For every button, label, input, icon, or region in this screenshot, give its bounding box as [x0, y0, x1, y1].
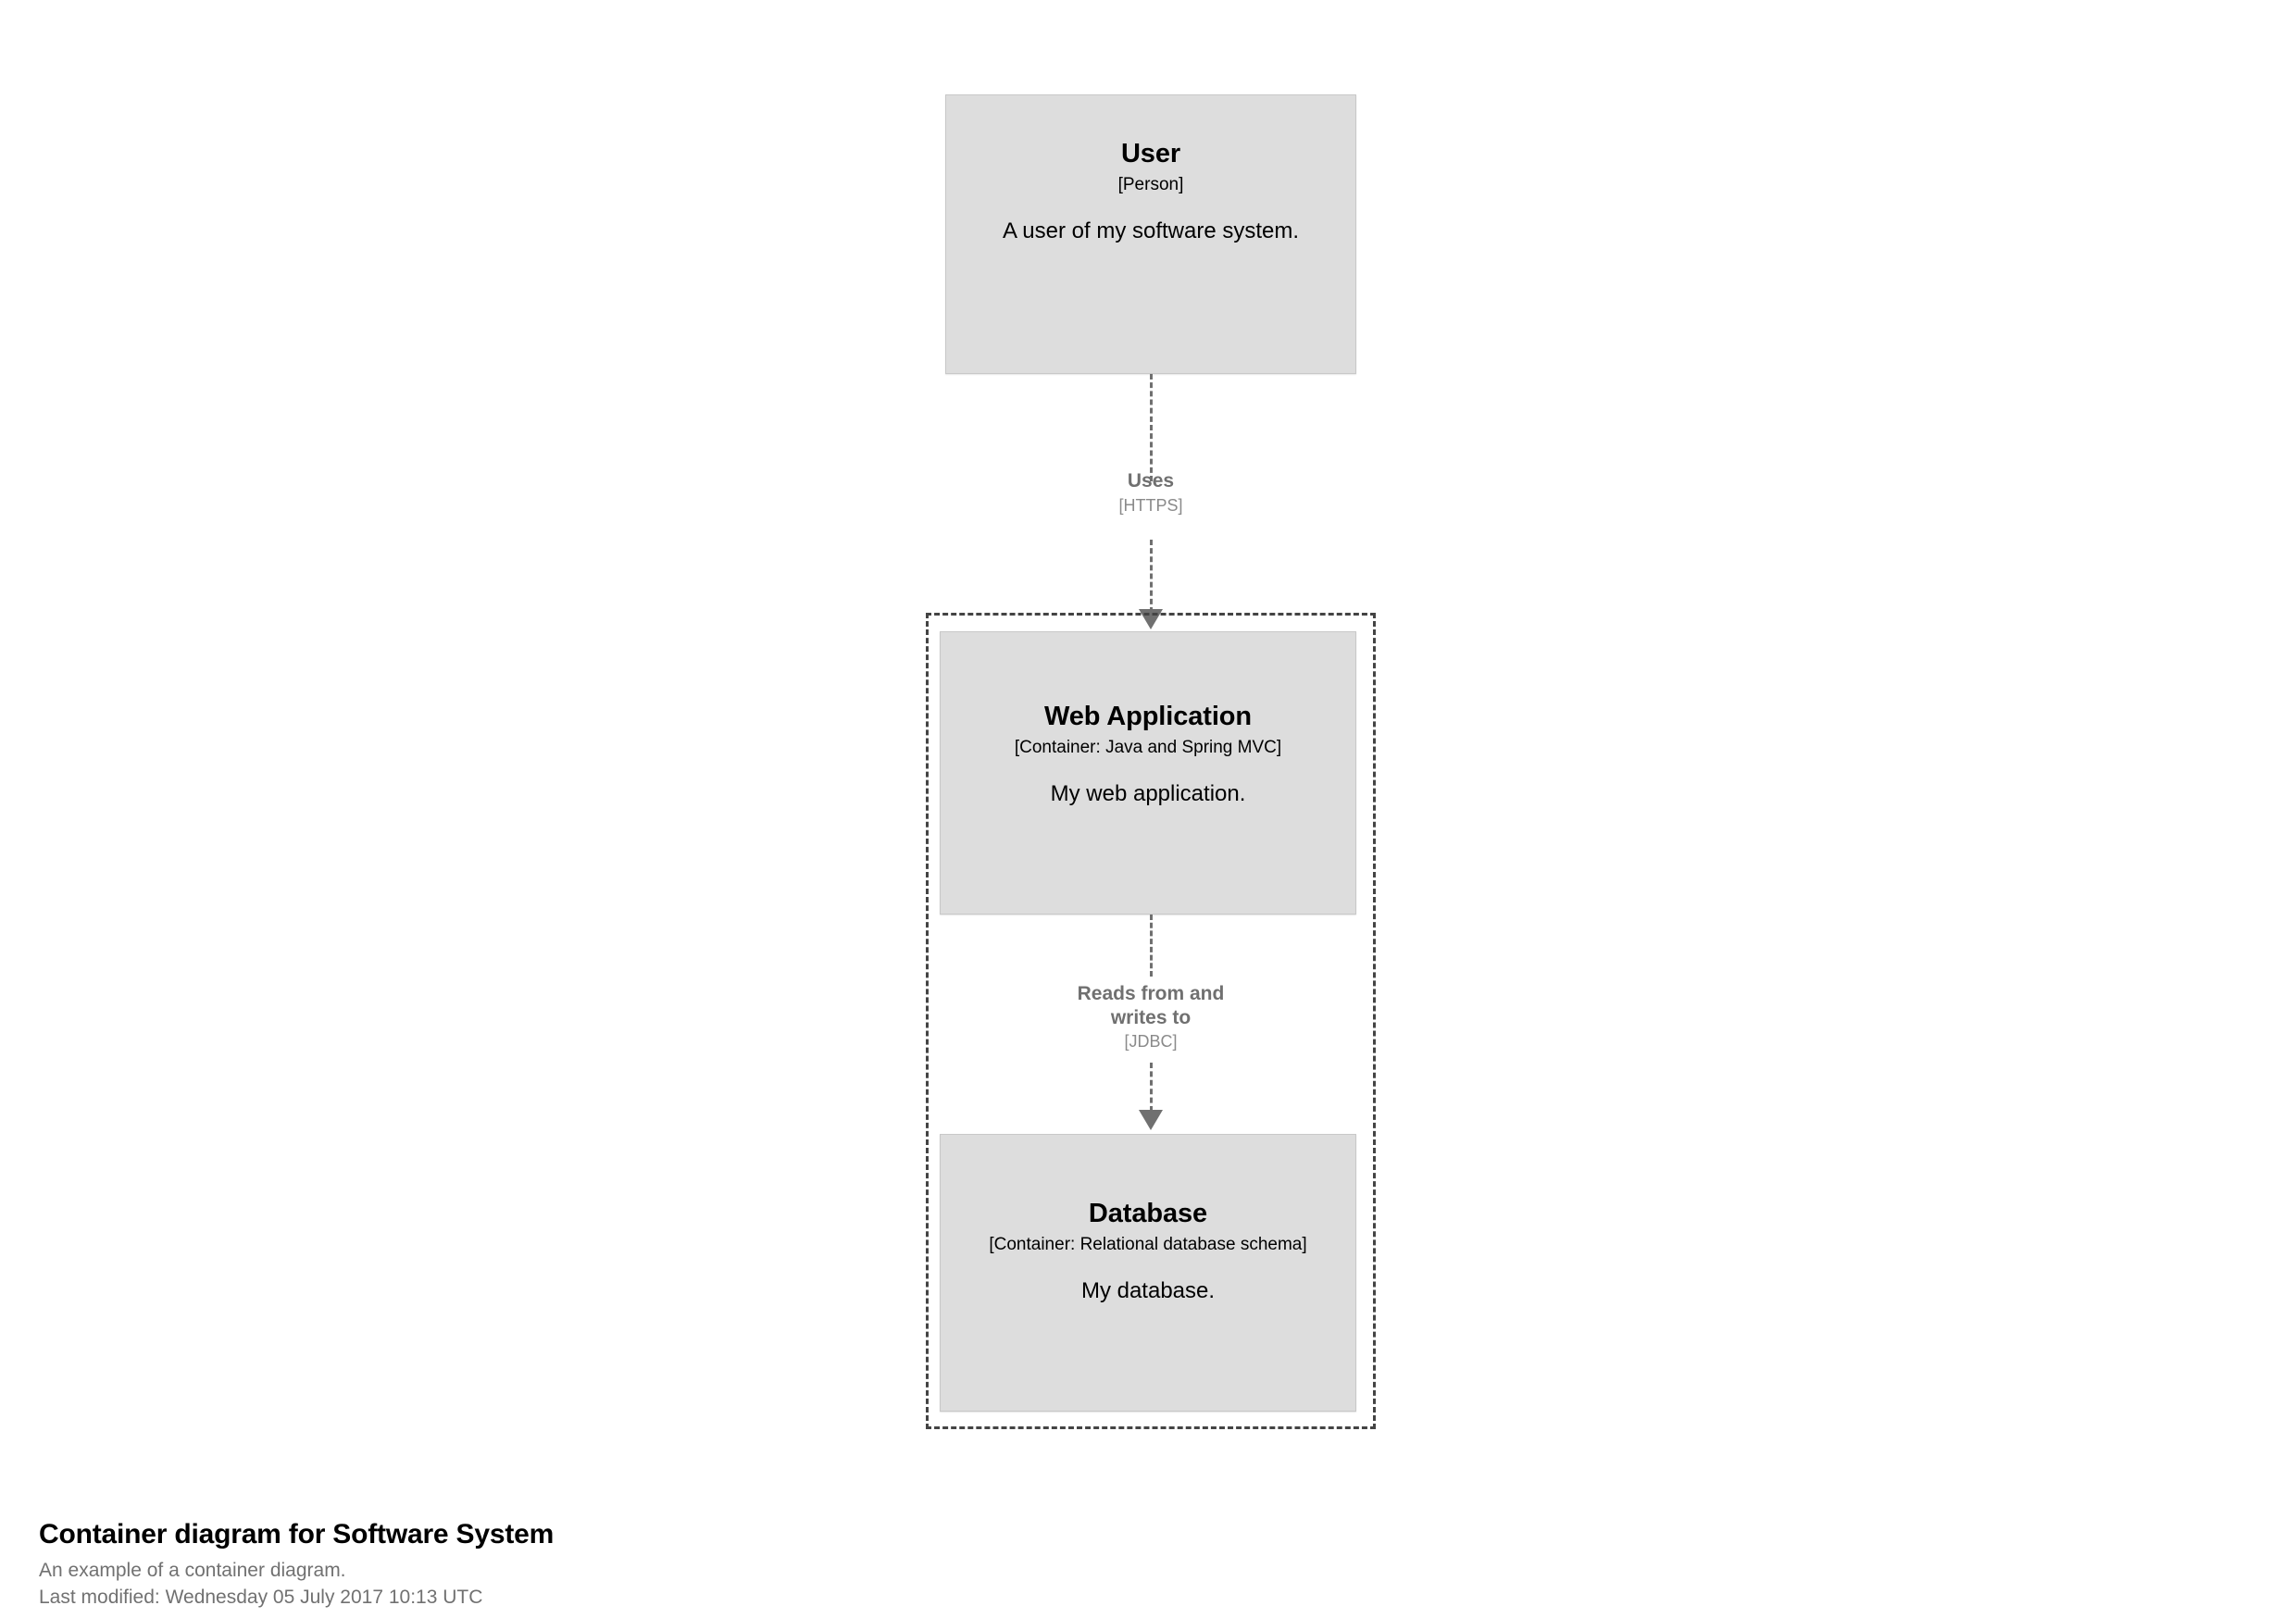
relationship-reads-writes-arrowhead-icon: [1139, 1110, 1163, 1130]
relationship-reads-writes-description-line1: Reads from and: [1077, 983, 1225, 1004]
node-web-application-description: My web application.: [1050, 781, 1246, 807]
node-user-content: User [Person] A user of my software syst…: [959, 139, 1342, 245]
node-web-application-content: Web Application [Container: Java and Spr…: [954, 702, 1342, 808]
node-user-name: User: [1120, 139, 1181, 168]
diagram-caption: Container diagram for Software System An…: [39, 1518, 1335, 1612]
node-web-application-type: [Container: Java and Spring MVC]: [1014, 738, 1282, 758]
relationship-uses-line-lower: [1150, 540, 1153, 613]
diagram-last-modified: Last modified: Wednesday 05 July 2017 10…: [39, 1587, 483, 1609]
node-database-content: Database [Container: Relational database…: [954, 1199, 1342, 1305]
relationship-reads-writes-description-line2: writes to: [1110, 1006, 1192, 1028]
relationship-reads-writes-line-lower: [1150, 1063, 1153, 1112]
relationship-uses-description: Uses: [1127, 470, 1175, 492]
relationship-reads-writes-label: Reads from and writes to [JDBC]: [984, 982, 1317, 1052]
boundary-software-system: [926, 613, 1376, 1429]
relationship-uses-technology: [HTTPS]: [1118, 495, 1183, 515]
diagram-subtitle: An example of a container diagram.: [39, 1559, 346, 1581]
relationship-uses-line-upper: [1150, 374, 1153, 481]
relationship-reads-writes-technology: [JDBC]: [1124, 1032, 1178, 1052]
node-user-description: A user of my software system.: [1002, 218, 1300, 244]
node-user[interactable]: User [Person] A user of my software syst…: [945, 94, 1356, 374]
node-database-description: My database.: [1080, 1278, 1216, 1304]
node-web-application-name: Web Application: [1043, 702, 1253, 731]
node-web-application[interactable]: Web Application [Container: Java and Spr…: [940, 631, 1356, 915]
node-database[interactable]: Database [Container: Relational database…: [940, 1134, 1356, 1412]
node-user-type: [Person]: [1117, 175, 1184, 195]
node-database-type: [Container: Relational database schema]: [989, 1235, 1307, 1255]
relationship-uses-label: Uses [HTTPS]: [984, 469, 1317, 517]
diagram-title: Container diagram for Software System: [39, 1519, 555, 1550]
relationship-reads-writes-line-upper: [1150, 915, 1153, 977]
node-database-name: Database: [1088, 1199, 1208, 1228]
